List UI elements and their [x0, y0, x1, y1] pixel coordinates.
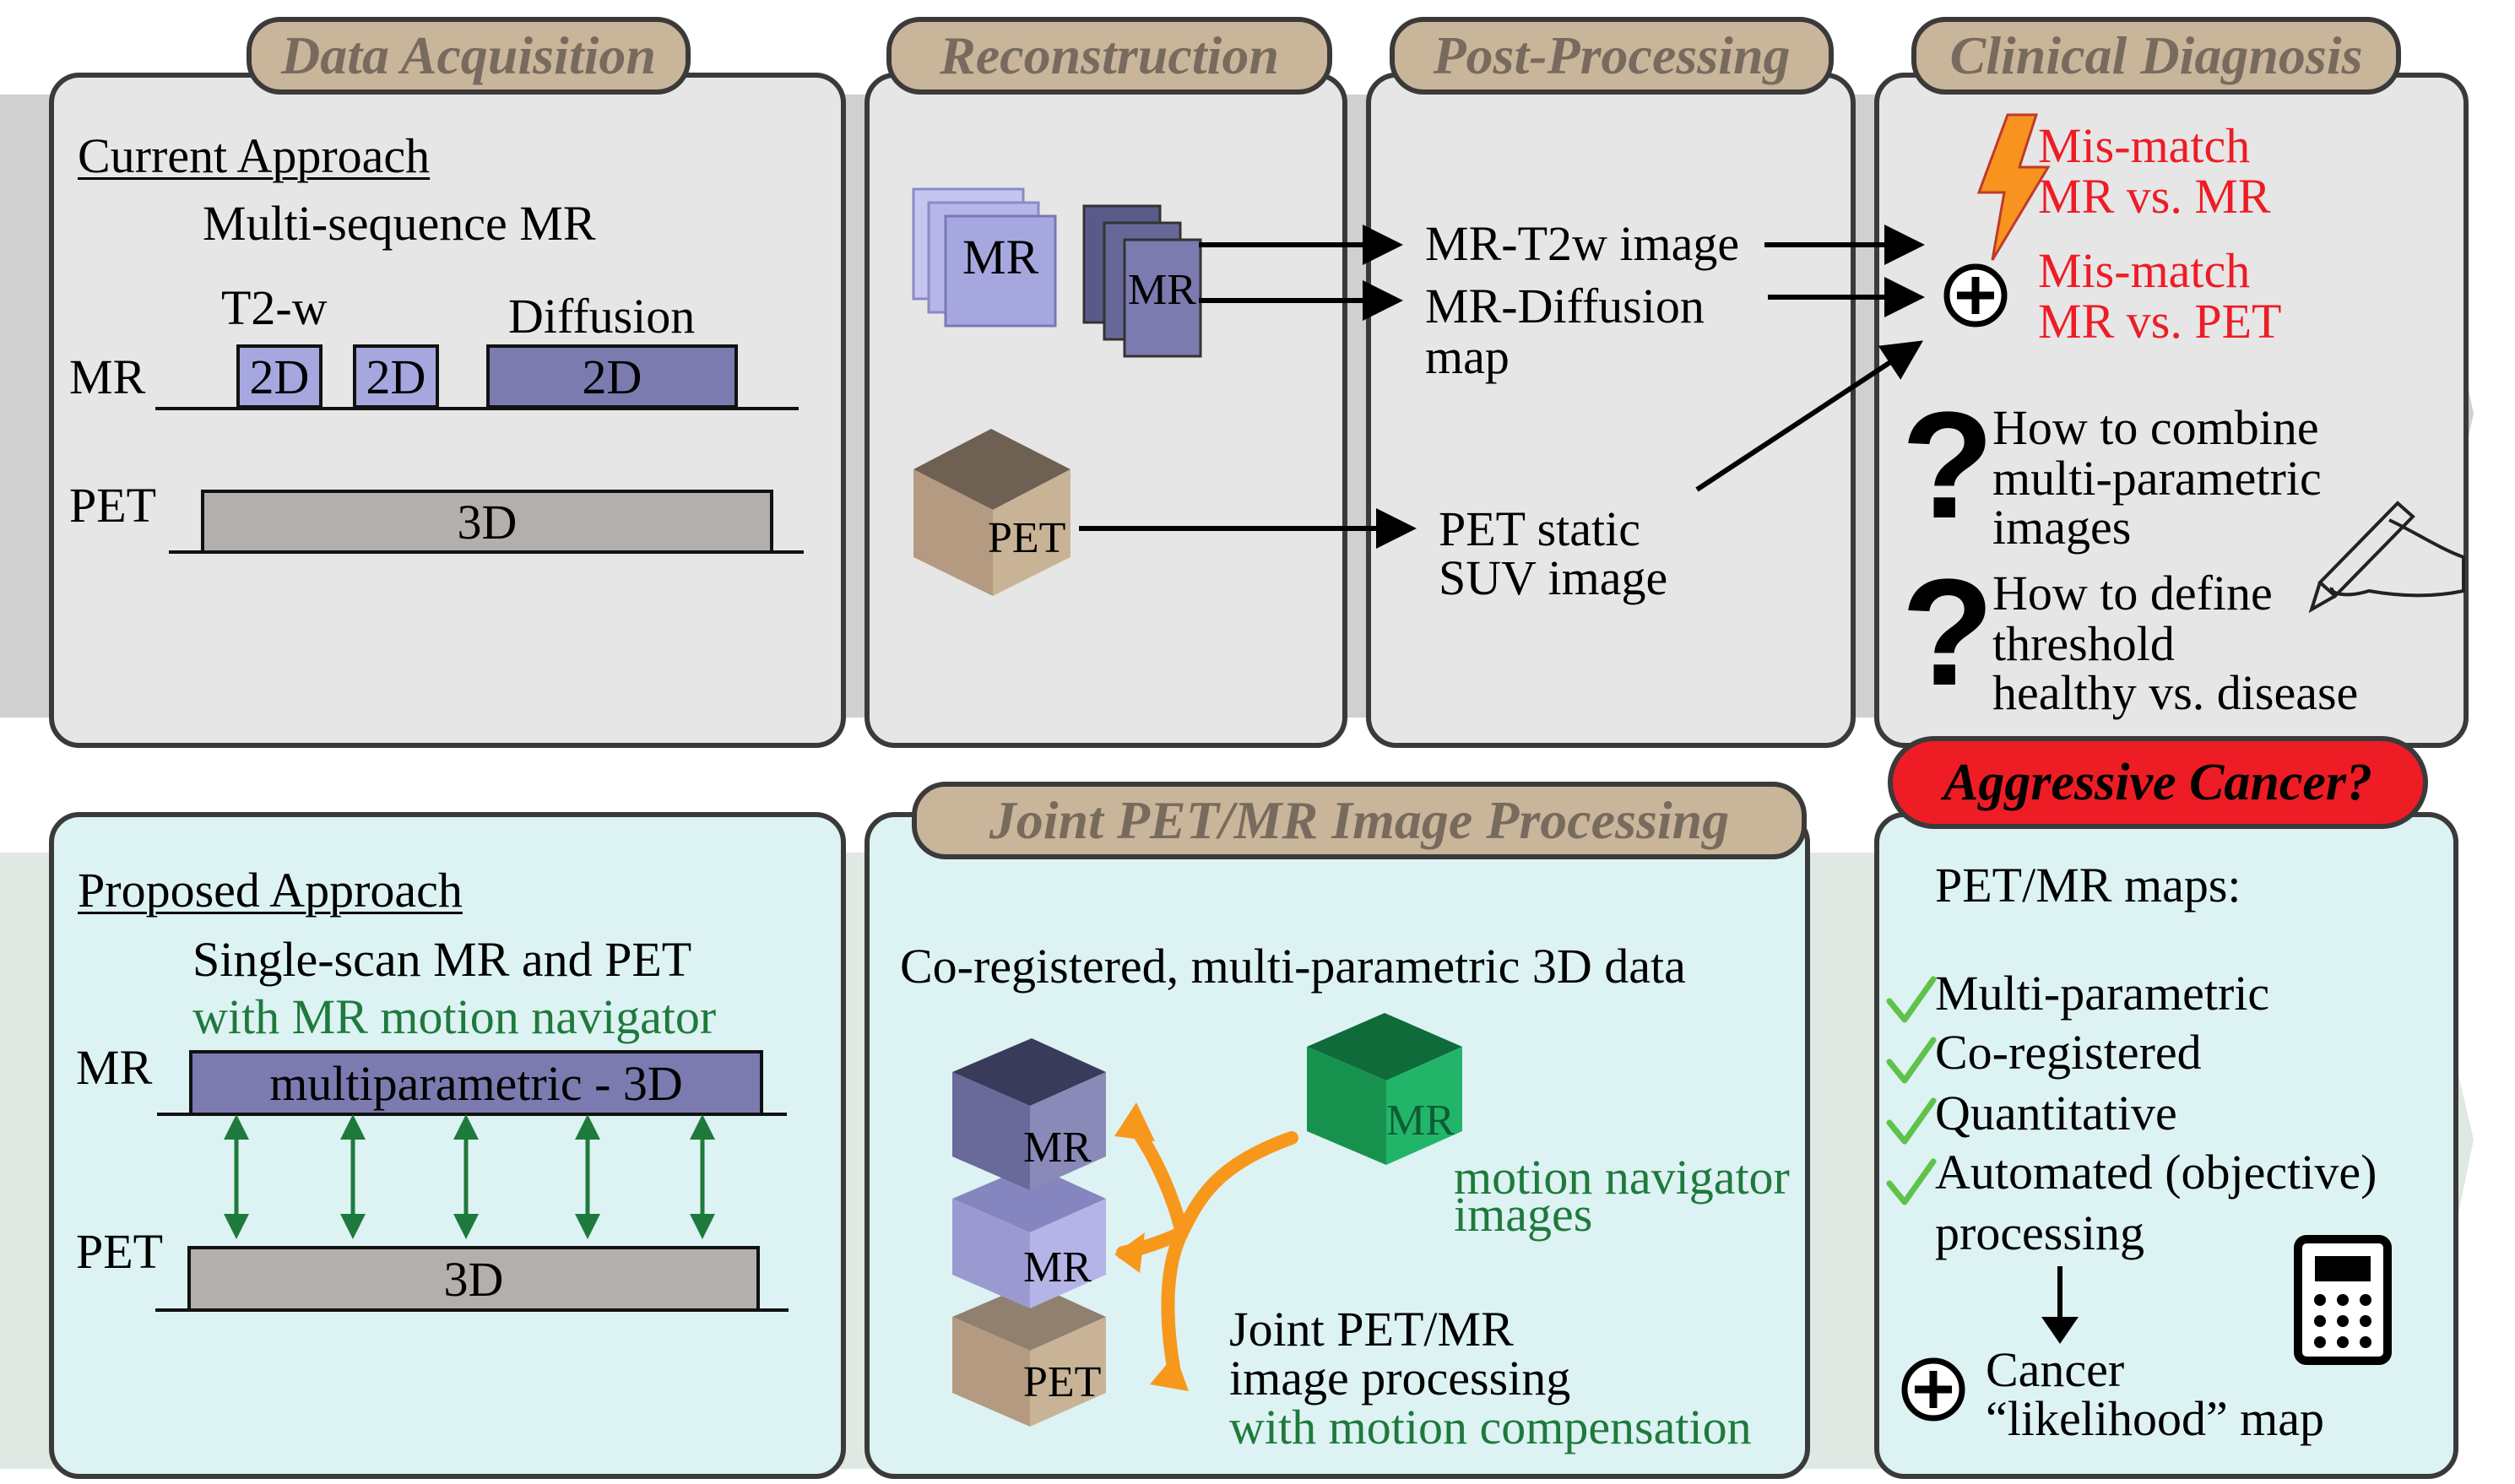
question-combine-line3: images: [1992, 500, 2132, 555]
cube-pet-label: PET: [1023, 1358, 1102, 1406]
joint-processing-line2: image processing: [1229, 1351, 1571, 1405]
cancer-likelihood-line2: “likelihood” map: [1986, 1391, 2325, 1446]
joint-processing-line3: with motion compensation: [1229, 1400, 1752, 1454]
single-scan-label: Single-scan MR and PET: [192, 932, 692, 987]
joint-processing-line1: Joint PET/MR: [1229, 1302, 1514, 1357]
proposed-pet-3d-block: 3D: [187, 1246, 760, 1312]
question-mark-icon-1: ?: [1901, 381, 1994, 550]
map-item-automated: Automated (objective): [1935, 1145, 2377, 1200]
mismatch-mr-mr-line1: Mis-match: [2038, 118, 2251, 173]
proposed-pet-label: PET: [76, 1224, 164, 1279]
tab-clinical-diagnosis: Clinical Diagnosis: [1911, 17, 2401, 95]
map-item-automated-line2: processing: [1935, 1205, 2145, 1260]
multi-sequence-label: Multi-sequence MR: [203, 196, 596, 251]
mr-diffusion-label-line1: MR-Diffusion: [1425, 279, 1705, 333]
recon-mr-stack-2-label: MR: [1128, 266, 1196, 314]
mr-row-label: MR: [69, 349, 146, 404]
diffusion-label: Diffusion: [508, 289, 696, 344]
panel-reconstruction: [865, 73, 1347, 748]
map-item-co-registered: Co-registered: [1935, 1025, 2202, 1080]
map-item-multi-parametric: Multi-parametric: [1935, 966, 2270, 1021]
mr-diffusion-label-line2: map: [1425, 329, 1510, 384]
pet-mr-maps-heading: PET/MR maps:: [1935, 858, 2241, 913]
mr-timeline: [155, 407, 799, 410]
mismatch-mr-pet-line2: MR vs. PET: [2038, 294, 2282, 349]
question-mark-icon-2: ?: [1901, 548, 1994, 718]
pet-3d-block: 3D: [201, 490, 773, 554]
recon-mr-stack-1-label: MR: [962, 230, 1039, 284]
pet-row-label: PET: [69, 478, 157, 533]
tab-joint-processing: Joint PET/MR Image Processing: [912, 782, 1807, 859]
mr-t2w-image-label: MR-T2w image: [1425, 216, 1740, 271]
diffusion-block: 2D: [486, 344, 738, 409]
navigator-cube-label: MR: [1386, 1097, 1455, 1145]
proposed-mr-label: MR: [76, 1040, 153, 1095]
co-registered-title: Co-registered, multi-parametric 3D data: [900, 939, 1686, 994]
question-threshold-line3: healthy vs. disease: [1992, 665, 2359, 720]
tab-post-processing: Post-Processing: [1390, 17, 1834, 95]
cube-mr-middle-label: MR: [1023, 1243, 1092, 1292]
question-threshold-line2: threshold: [1992, 616, 2175, 671]
motion-navigator-label: with MR motion navigator: [192, 989, 717, 1044]
t2w-block-2: 2D: [353, 344, 439, 409]
mismatch-mr-pet-line1: Mis-match: [2038, 243, 2251, 298]
cube-mr-top-label: MR: [1023, 1124, 1092, 1172]
tab-data-acquisition: Data Acquisition: [247, 17, 691, 95]
current-approach-heading: Current Approach: [78, 128, 431, 183]
question-combine-line1: How to combine: [1992, 400, 2319, 455]
motion-navigator-images-line2: images: [1454, 1187, 1593, 1242]
panel-data-acquisition: [49, 73, 846, 748]
question-combine-line2: multi-parametric: [1992, 451, 2322, 506]
question-threshold-line1: How to define: [1992, 566, 2273, 620]
multiparametric-3d-block: multiparametric - 3D: [189, 1050, 763, 1116]
recon-pet-cube-label: PET: [988, 514, 1066, 562]
panel-pet-mr-maps: [1874, 812, 2458, 1479]
panel-post-processing: [1366, 73, 1856, 748]
tab-reconstruction: Reconstruction: [886, 17, 1332, 95]
tab-aggressive-cancer: Aggressive Cancer?: [1888, 736, 2428, 829]
t2w-block-1: 2D: [236, 344, 323, 409]
cancer-likelihood-line1: Cancer: [1986, 1342, 2125, 1397]
proposed-approach-heading: Proposed Approach: [78, 863, 463, 918]
t2w-label: T2-w: [221, 280, 328, 335]
motion-navigator-images-line1: motion navigator: [1454, 1150, 1790, 1205]
pet-suv-label-line2: SUV image: [1439, 550, 1668, 605]
map-item-quantitative: Quantitative: [1935, 1086, 2177, 1140]
pet-suv-label-line1: PET static: [1439, 501, 1640, 556]
mismatch-mr-mr-line2: MR vs. MR: [2038, 169, 2271, 224]
